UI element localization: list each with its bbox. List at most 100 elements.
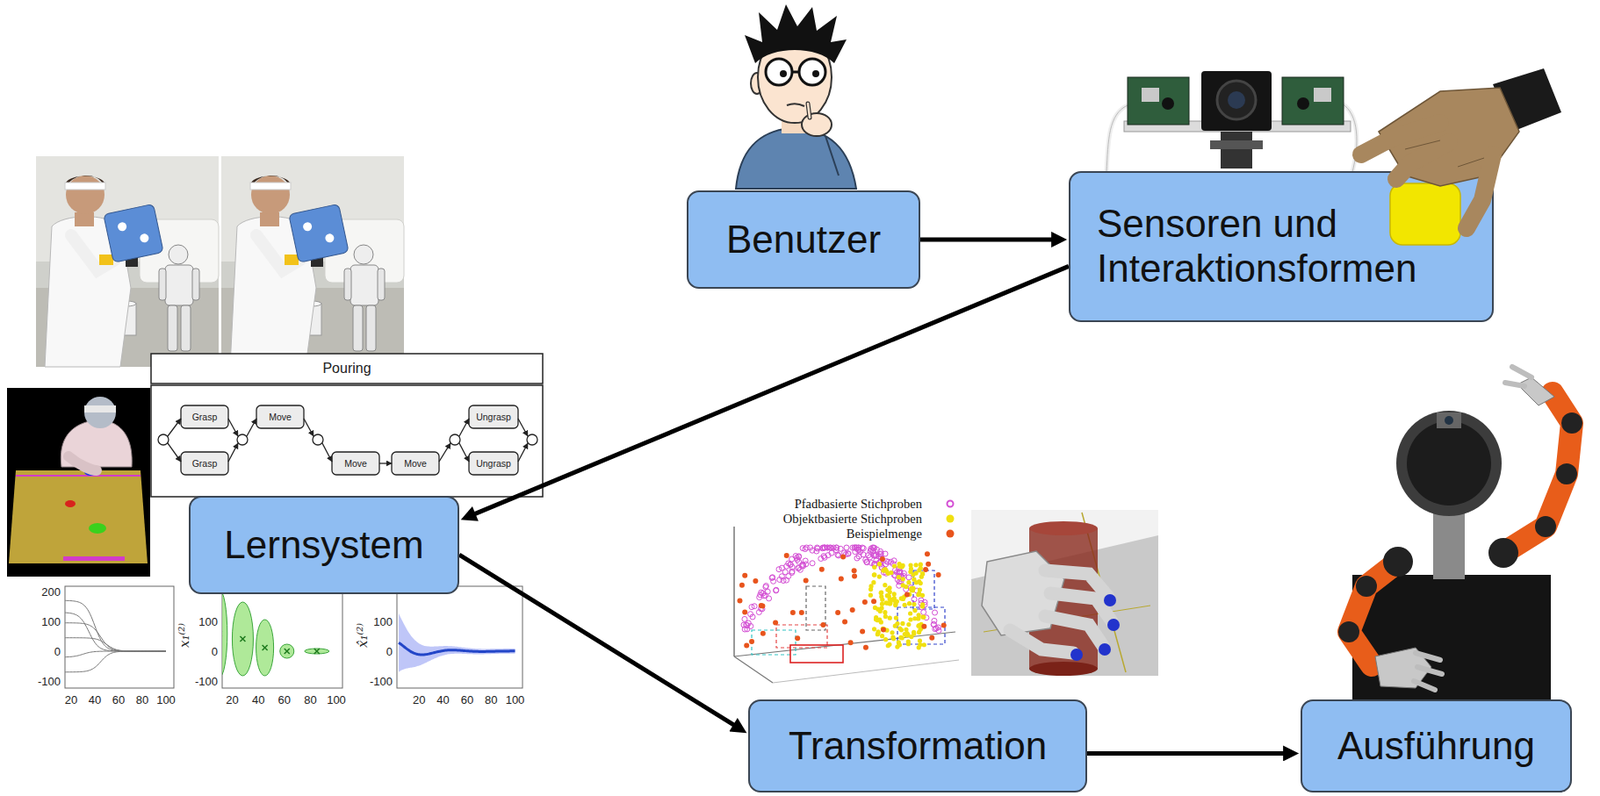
- gaussian-ellipse: [314, 648, 320, 655]
- robot-figure: [1413, 653, 1442, 691]
- regression-band: [398, 642, 515, 656]
- object-sample: [906, 622, 911, 628]
- camera-rig: [1341, 103, 1357, 173]
- object-sample: [871, 580, 876, 585]
- grasp-render: [1098, 643, 1111, 656]
- sample-point: [736, 545, 946, 651]
- example-sample: [758, 603, 764, 609]
- object-sample: [887, 597, 893, 602]
- object-sample: [882, 583, 887, 588]
- legend-swatch: [946, 500, 955, 509]
- simulation-render: [84, 405, 116, 413]
- example-sample: [760, 631, 766, 637]
- camera-rig: [1106, 105, 1128, 173]
- task-graph: [151, 385, 543, 498]
- path-sample: [741, 545, 942, 634]
- data-glove: [1405, 140, 1441, 150]
- path-sample: [796, 565, 802, 571]
- data-glove: [1361, 122, 1441, 155]
- object-sample: [912, 608, 917, 613]
- task-graph: [180, 452, 229, 476]
- axis-tick: 20: [412, 694, 426, 707]
- axis-tick: 100: [326, 694, 346, 707]
- action-label: Move: [344, 459, 368, 469]
- path-sample: [878, 562, 884, 568]
- example-sample: [736, 551, 946, 650]
- robot-figure: [1535, 516, 1557, 538]
- example-sample: [880, 627, 887, 634]
- gaussian-ellipse: [239, 636, 246, 642]
- simulation-render: [68, 456, 97, 471]
- object-sample: [883, 614, 888, 620]
- example-sample: [850, 607, 856, 613]
- path-sample: [809, 561, 815, 567]
- path-sample: [918, 598, 924, 604]
- user-cartoon: [779, 70, 787, 78]
- grasp-render: [1107, 619, 1120, 632]
- gaussian-ellipse: [304, 648, 330, 655]
- sample-scatter: [790, 645, 844, 664]
- robot-figure: [1505, 367, 1532, 387]
- grasp-render: [971, 510, 1159, 677]
- example-sample: [742, 610, 748, 616]
- example-sample: [752, 578, 758, 584]
- path-sample: [766, 596, 772, 602]
- grasp-render: [1070, 648, 1083, 662]
- example-sample: [929, 635, 935, 642]
- simulation-render: [88, 523, 107, 534]
- task-graph: [379, 462, 392, 464]
- axis-title: x̂₁⁽²⁾: [356, 623, 370, 649]
- grasp-render: [1009, 570, 1112, 654]
- node-label: Transformation: [788, 724, 1047, 770]
- data-glove: [1378, 87, 1520, 187]
- action-label: Grasp: [192, 412, 218, 423]
- path-sample: [836, 553, 842, 559]
- path-sample: [793, 555, 800, 562]
- object-sample: [920, 605, 925, 610]
- user-cartoon: [735, 128, 857, 189]
- example-sample: [739, 583, 745, 589]
- legend-text: Objektbasierte Stichproben: [783, 512, 923, 527]
- simulation-render: [63, 556, 125, 562]
- object-sample: [877, 562, 882, 567]
- robot-figure: [1338, 412, 1583, 643]
- object-sample: [879, 634, 885, 639]
- object-sample: [880, 568, 886, 573]
- sample-scatter: [790, 645, 844, 664]
- path-sample: [770, 575, 776, 581]
- example-sample: [803, 577, 809, 584]
- example-sample: [742, 573, 748, 579]
- sample-scatter: [772, 660, 959, 684]
- object-sample: [920, 571, 925, 577]
- data-glove: [1390, 183, 1461, 246]
- axis-tick: 60: [112, 694, 125, 707]
- connector-arrow: [467, 266, 1069, 518]
- user-cartoon: [792, 71, 800, 74]
- object-sample: [896, 575, 901, 580]
- simulation-render: [7, 388, 151, 577]
- task-graph: [468, 452, 519, 476]
- user-cartoon: [799, 58, 826, 86]
- robot-figure: [1348, 393, 1572, 666]
- axis-tick: -100: [194, 676, 218, 688]
- task-graph: [228, 418, 238, 437]
- camera-rig: [1282, 77, 1344, 125]
- task-graph: [468, 405, 519, 429]
- example-sample: [863, 645, 869, 651]
- camera-rig: [1220, 131, 1253, 169]
- path-sample: [921, 610, 927, 616]
- task-graph: [439, 443, 451, 462]
- object-sample: [872, 572, 877, 577]
- path-sample: [883, 562, 889, 568]
- legend-text: Pfadbasierte Stichproben: [794, 497, 923, 512]
- robot-figure: [1406, 421, 1492, 506]
- object-sample: [868, 562, 927, 650]
- task-graph: [228, 443, 238, 462]
- object-sample: [914, 580, 919, 585]
- path-sample: [906, 575, 912, 581]
- data-glove: [1457, 158, 1485, 167]
